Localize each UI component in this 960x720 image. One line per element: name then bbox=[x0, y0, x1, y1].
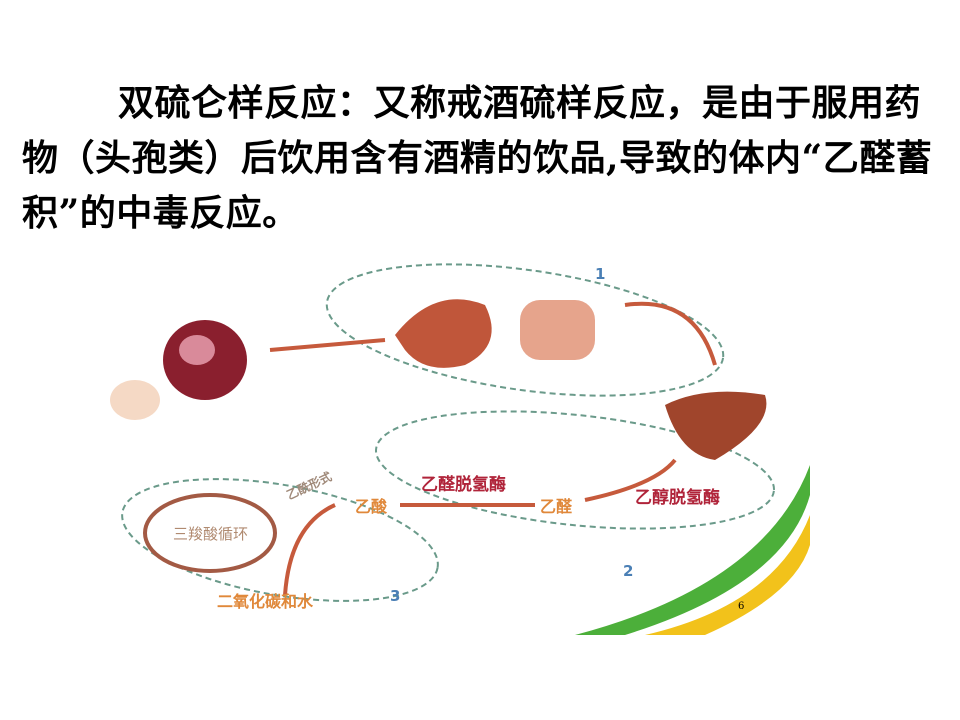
flow-arrows bbox=[269, 301, 717, 596]
alcohol-metabolism-diagram: 1 2 3 乙醇脱氢酶 乙醛脱氢酶 乙醛 乙酸 乙酰形式 三羧酸循环 二氧化碳和… bbox=[105, 255, 810, 635]
step-2-label: 2 bbox=[623, 562, 634, 580]
alcohol-dehydrogenase-label: 乙醇脱氢酶 bbox=[635, 488, 720, 508]
step-1-label: 1 bbox=[595, 265, 606, 283]
acetaldehyde-label: 乙醛 bbox=[540, 497, 573, 516]
liver-icon bbox=[665, 391, 767, 460]
page-number: 6 bbox=[738, 601, 745, 612]
tca-cycle-ring bbox=[143, 493, 277, 573]
aldehyde-dehydrogenase-label: 乙醛脱氢酶 bbox=[421, 475, 506, 495]
wine-glass-icon bbox=[110, 320, 247, 420]
step-3-label: 3 bbox=[390, 587, 401, 605]
stage-1-ellipse bbox=[325, 263, 725, 397]
co2-water-label: 二氧化碳和水 bbox=[217, 592, 314, 611]
reaction-description: 双硫仑样反应：又称戒酒硫样反应，是由于服用药物（头孢类）后饮用含有酒精的饮品,导… bbox=[22, 82, 933, 234]
stage-2-ellipse bbox=[375, 410, 775, 530]
decorative-swoosh bbox=[575, 465, 810, 635]
stomach-intestine-icon bbox=[395, 299, 595, 368]
tca-cycle-label: 三羧酸循环 bbox=[173, 525, 249, 543]
acetic-acid-label: 乙酸 bbox=[355, 497, 388, 516]
